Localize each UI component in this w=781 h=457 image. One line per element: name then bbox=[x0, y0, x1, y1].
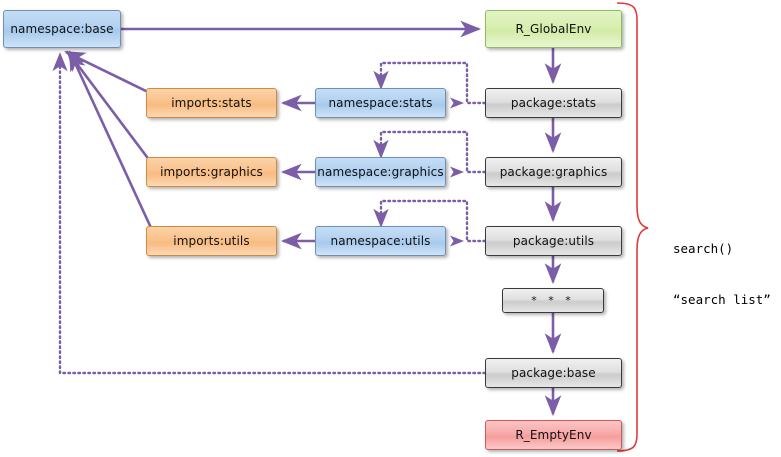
node-label: namespace:utils bbox=[330, 234, 431, 248]
node-package-base[interactable]: package:base bbox=[485, 358, 622, 388]
node-imports-graphics[interactable]: imports:graphics bbox=[146, 157, 277, 187]
node-label: imports:graphics bbox=[160, 165, 263, 179]
node-label: package:utils bbox=[512, 234, 595, 248]
node-label: * * * bbox=[531, 294, 575, 307]
node-package-ellipsis[interactable]: * * * bbox=[502, 288, 604, 313]
node-label: imports:utils bbox=[173, 234, 250, 248]
node-label: R_EmptyEnv bbox=[515, 428, 592, 442]
node-r-globalenv[interactable]: R_GlobalEnv bbox=[485, 10, 622, 48]
dotted-arrowheads bbox=[450, 97, 464, 247]
search-list-annotation: search() “search list” bbox=[673, 206, 771, 342]
annotation-line-1: search() bbox=[673, 241, 734, 256]
node-namespace-utils[interactable]: namespace:utils bbox=[315, 226, 446, 256]
node-imports-utils[interactable]: imports:utils bbox=[146, 226, 277, 256]
edge-imports-stats-to-namespace-base bbox=[64, 50, 149, 94]
node-label: package:graphics bbox=[499, 165, 608, 179]
node-label: package:stats bbox=[510, 96, 597, 110]
annotation-line-2: “search list” bbox=[673, 292, 771, 307]
node-label: imports:stats bbox=[171, 96, 252, 110]
node-namespace-graphics[interactable]: namespace:graphics bbox=[315, 157, 446, 187]
node-label: package:base bbox=[511, 366, 596, 380]
node-namespace-base[interactable]: namespace:base bbox=[3, 10, 121, 48]
node-label: namespace:graphics bbox=[317, 165, 444, 179]
node-label: namespace:stats bbox=[328, 96, 433, 110]
edge-imports-graphics-to-namespace-base bbox=[66, 50, 152, 162]
node-label: R_GlobalEnv bbox=[515, 22, 592, 36]
node-imports-stats[interactable]: imports:stats bbox=[146, 88, 277, 118]
node-package-stats[interactable]: package:stats bbox=[485, 88, 622, 118]
node-namespace-stats[interactable]: namespace:stats bbox=[315, 88, 446, 118]
node-r-emptyenv[interactable]: R_EmptyEnv bbox=[485, 420, 622, 450]
node-label: namespace:base bbox=[10, 22, 114, 36]
node-package-graphics[interactable]: package:graphics bbox=[485, 157, 622, 187]
node-package-utils[interactable]: package:utils bbox=[485, 226, 622, 256]
edge-imports-utils-to-namespace-base bbox=[68, 50, 154, 231]
